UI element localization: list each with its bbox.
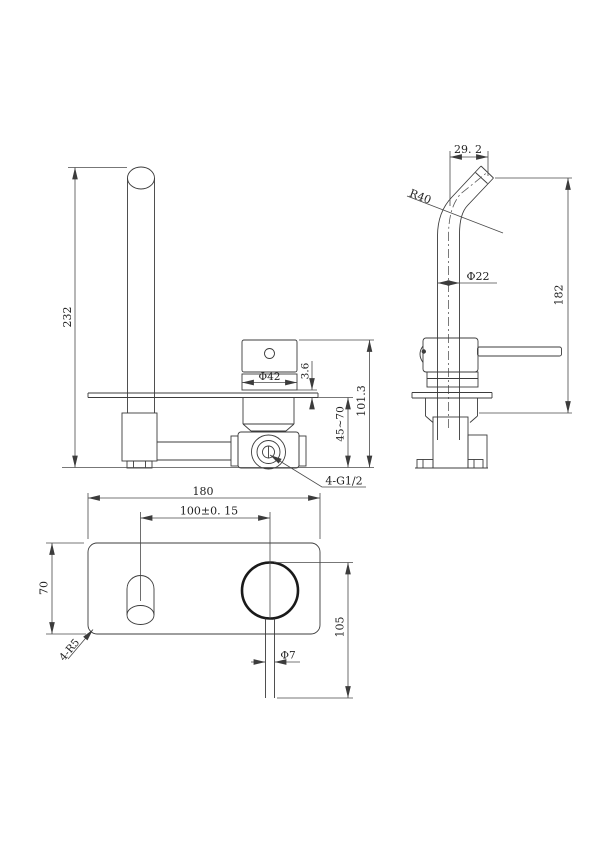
wall-plate-front [87,392,319,398]
side-dimensions: 29. 2 R40 Φ22 182 [406,143,572,414]
label-thread-note: 4-G1/2 [325,475,362,488]
handle-side [419,337,562,388]
dim-side-height: 182 [553,285,566,306]
dim-plate-width: 180 [193,485,214,498]
cartridge-column-front [242,397,295,432]
lever-pivot-dot [421,349,426,354]
spout-outlet-plan [126,575,155,625]
spout-tube-front [127,166,155,413]
side-view: 29. 2 R40 Φ22 182 [406,143,572,469]
label-corner-radius: 4-R5 [57,637,82,664]
front-dimensions: 232 Φ42 3.6 45~70 101.3 4-G1/2 [61,167,374,488]
outlet-pin-plan [265,618,275,698]
dim-total-height: 101.3 [355,385,368,417]
elbow-and-pipe-front [121,412,231,469]
front-view: 232 Φ42 3.6 45~70 101.3 4-G1/2 [61,166,374,488]
lever-bar [477,346,562,357]
dim-outlet-drop: 105 [334,617,347,638]
dim-trim-gap: 3.6 [300,362,312,379]
dim-handle-diameter: Φ42 [259,371,281,383]
plan-view: 180 100±0. 15 70 105 Φ7 4-R5 [38,485,353,699]
dim-wall-depth-range: 45~70 [335,406,347,442]
dim-spout-height: 232 [61,307,74,328]
dim-plate-height: 70 [38,581,51,595]
spout-tube-side [437,165,494,440]
plan-dimensions: 180 100±0. 15 70 105 Φ7 4-R5 [38,485,353,699]
dim-spout-diameter: Φ22 [466,270,489,283]
dim-hole-spacing: 100±0. 15 [180,505,238,518]
dim-bend-radius: R40 [408,187,433,207]
dim-tip-offset: 29. 2 [454,143,482,156]
valve-body-side [415,398,488,469]
valve-body-front [230,431,307,470]
wall-plate-side [411,392,493,399]
dim-pin-diameter: Φ7 [280,650,295,662]
backplate-outline [87,542,321,635]
